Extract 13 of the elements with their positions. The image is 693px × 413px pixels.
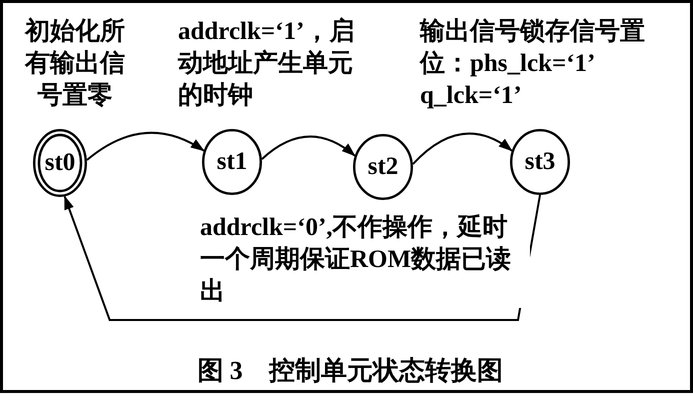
state-circle: st1: [202, 129, 262, 195]
state-note: 输出信号锁存信号置位：phs_lck=‘1’ q_lck=‘1’: [420, 17, 646, 111]
transition-arrow: [412, 132, 513, 165]
transition-arrow: [64, 194, 541, 321]
state-note: addrclk=‘1’，启动地址产生单元的时钟: [178, 16, 356, 111]
transition-arrow: [261, 136, 356, 160]
state-circle: st2: [353, 134, 413, 200]
transition-arrow: [86, 132, 205, 161]
transition-label: addrclk=‘0’,不作操作，延时一个周期保证ROM数据已读出: [200, 212, 530, 308]
start-state-circle: st0: [33, 129, 87, 197]
figure-caption: 图 3 控制单元状态转换图: [196, 355, 504, 387]
state-note: 初始化所有输出信号置零: [24, 16, 126, 111]
state-circle: st3: [510, 129, 570, 195]
